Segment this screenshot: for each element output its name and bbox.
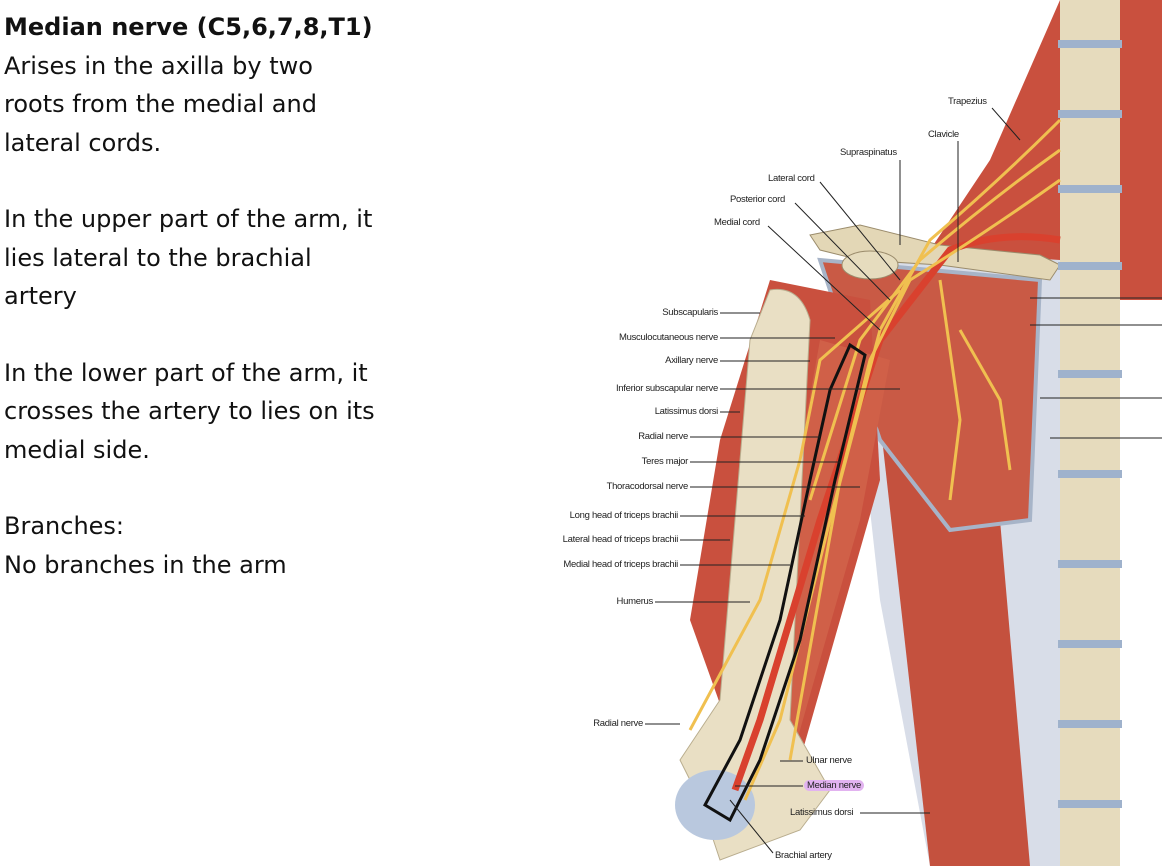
lower-arm-line: In the lower part of the arm, it	[4, 358, 368, 387]
label-long-head-triceps: Long head of triceps brachii	[569, 510, 679, 521]
acromion	[841, 250, 899, 280]
upper-arm-line: In the upper part of the arm, it	[4, 205, 373, 233]
label-subscapularis: Subscapularis	[662, 307, 718, 318]
brachial-plexus-nerves	[688, 118, 1062, 801]
label-medial-cord: Medial cord	[714, 217, 760, 228]
label-thoracodorsal-nerve: Thoracodorsal nerve	[606, 481, 689, 492]
leader-lines	[645, 107, 1162, 854]
label-musculocutaneous-nerve: Musculocutaneous nerve	[618, 332, 718, 343]
label-clavicle: Clavicle	[928, 129, 959, 140]
branches-heading: Branches:	[4, 512, 125, 540]
slide-title: Median nerve (C5,6,7,8,T1)	[4, 13, 373, 41]
label-latissimus-dorsi-lower: Latissimus dorsi	[790, 807, 854, 818]
median-nerve-outline	[703, 342, 867, 823]
label-radial-nerve: Radial nerve	[638, 431, 688, 442]
spine-column	[1060, 0, 1120, 866]
humerus-bone	[679, 288, 831, 861]
label-median-nerve: Median nerve	[804, 780, 864, 791]
anatomy-figure: Trapezius Clavicle Supraspinatus Lateral…	[540, 0, 1162, 866]
label-brachial-artery: Brachial artery	[775, 850, 832, 861]
elbow-joint	[675, 770, 755, 840]
label-latissimus-dorsi: Latissimus dorsi	[654, 406, 719, 417]
label-trapezius: Trapezius	[948, 96, 987, 107]
origin-line: Arises in the axilla by two	[4, 51, 313, 80]
lower-arm-line: medial side.	[4, 435, 150, 464]
label-axillary-nerve: Axillary nerve	[665, 355, 718, 366]
origin-line: lateral cords.	[4, 128, 162, 157]
label-posterior-cord: Posterior cord	[730, 194, 785, 205]
arm-illustration	[645, 0, 1162, 866]
label-medial-head-triceps: Medial head of triceps brachii	[563, 559, 678, 570]
label-lateral-cord: Lateral cord	[768, 173, 815, 184]
latissimus-muscle	[880, 420, 1030, 866]
label-radial-nerve-lower: Radial nerve	[593, 718, 643, 729]
label-supraspinatus: Supraspinatus	[840, 147, 897, 158]
label-lateral-head-triceps: Lateral head of triceps brachii	[562, 534, 679, 545]
text-panel: Median nerve (C5,6,7,8,T1) Arises in the…	[4, 8, 424, 622]
lower-arm-line: crosses the artery to lies on its	[4, 397, 375, 425]
label-teres-major: Teres major	[641, 456, 689, 467]
label-ulnar-nerve: Ulnar nerve	[806, 755, 852, 766]
label-humerus: Humerus	[616, 596, 654, 607]
upper-arm-line: lies lateral to the brachial	[4, 243, 312, 272]
label-inferior-subscapular-nerve: Inferior subscapular nerve	[615, 383, 718, 394]
origin-line: roots from the medial and	[4, 90, 317, 118]
vertebral-discs	[1058, 40, 1122, 808]
upper-arm-line: artery	[4, 282, 77, 310]
branches-text: No branches in the arm	[4, 550, 287, 579]
